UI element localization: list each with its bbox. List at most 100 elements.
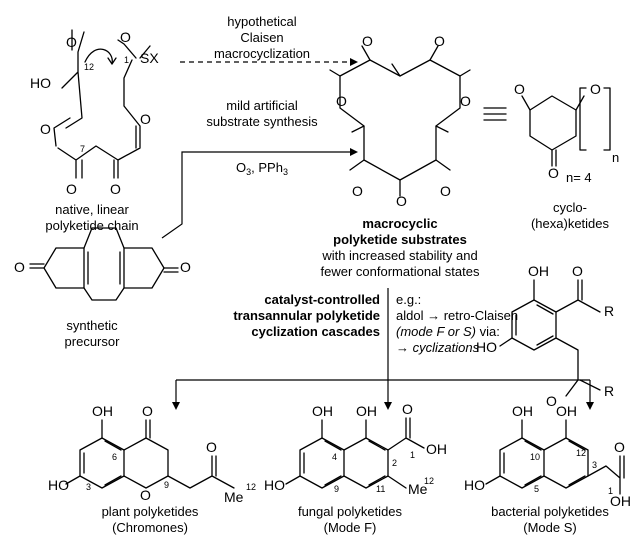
synthetic-precursor-structure — [29, 227, 179, 301]
plant-label-2: (Chromones) — [112, 520, 188, 535]
synthesis-arrowhead — [350, 148, 358, 156]
plant-label-1: plant polyketides — [102, 504, 199, 519]
bacterial-num-3: 3 — [592, 460, 597, 470]
cyclo-o-1: O — [514, 81, 525, 97]
bacterial-num-12: 12 — [576, 448, 586, 458]
macro-label-3: with increased stability and — [321, 248, 477, 263]
hypothetical-label-3: macrocyclization — [214, 46, 310, 61]
plant-num-12: 12 — [246, 482, 256, 492]
catalyst-label-2: transannular polyketide — [233, 308, 380, 323]
bacterial-num-5: 5 — [534, 484, 539, 494]
branch-plant-head — [172, 402, 180, 410]
native-label-1: native, linear — [55, 202, 129, 217]
plant-me: Me — [224, 489, 244, 505]
branch-bacterial-head — [586, 402, 594, 410]
cyclo-label-2: (hexa)ketides — [531, 216, 610, 231]
bacterial-num-1: 1 — [608, 486, 613, 496]
catalyst-label-3: cyclization cascades — [251, 324, 380, 339]
intermediate-o-top: O — [572, 263, 583, 279]
aldol-label: aldol → retro-Claisen — [396, 308, 518, 323]
macro-o-6: O — [396, 193, 407, 209]
native-label-2: polyketide chain — [45, 218, 138, 233]
bacterial-oh-2: OH — [556, 403, 577, 419]
bacterial-label-2: (Mode S) — [523, 520, 576, 535]
cyclo-n-equals: n= 4 — [566, 170, 592, 185]
fungal-oh-acid: OH — [426, 441, 447, 457]
native-o-thio: O — [120, 29, 131, 45]
hypothetical-label-2: Claisen — [240, 30, 283, 45]
native-num-1: 1 — [124, 55, 129, 65]
fungal-label-2: (Mode F) — [324, 520, 377, 535]
macro-o-4: O — [460, 93, 471, 109]
plant-o-side: O — [206, 439, 217, 455]
macro-label-4: fewer conformational states — [321, 264, 480, 279]
fungal-num-11: 11 — [376, 484, 385, 494]
chromone-structure — [65, 419, 235, 489]
macrocycle-structure — [329, 45, 471, 197]
cyclizations-label: → cyclizations — [396, 340, 480, 355]
bacterial-o-acid: O — [614, 439, 625, 455]
fungal-structure — [285, 417, 425, 489]
hypothetical-label-1: hypothetical — [227, 14, 296, 29]
bacterial-label-1: bacterial polyketides — [491, 504, 609, 519]
cycloketide-structure — [521, 87, 611, 167]
mild-label-2: substrate synthesis — [206, 114, 318, 129]
equivalence-sign — [483, 107, 507, 121]
native-o-bottom-left: O — [66, 181, 77, 197]
branch-fungal-head — [384, 402, 392, 410]
fungal-num-4: 4 — [332, 452, 337, 462]
intermediate-r-top: R — [604, 303, 614, 319]
hypothetical-arrowhead — [350, 58, 358, 66]
precursor-label-1: synthetic — [66, 318, 118, 333]
cyclo-o-2: O — [590, 81, 601, 97]
eg-label: e.g.: — [396, 292, 421, 307]
native-o-left: O — [40, 121, 51, 137]
macro-o-3: O — [336, 93, 347, 109]
fungal-num-2: 2 — [392, 458, 397, 468]
catalyst-label-1: catalyst-controlled — [264, 292, 380, 307]
native-o-acid: O — [66, 34, 77, 50]
native-num-7: 7 — [80, 144, 85, 154]
mild-label-1: mild artificial — [226, 98, 298, 113]
plant-num-3: 3 — [86, 482, 91, 492]
cyclo-n-subscript: n — [612, 150, 619, 165]
bacterial-structure — [485, 419, 625, 495]
precursor-o-right: O — [180, 259, 191, 275]
bacterial-oh-1: OH — [512, 403, 533, 419]
intermediate-oh: OH — [528, 263, 549, 279]
fungal-oh-2: OH — [356, 403, 377, 419]
bacterial-ho: HO — [464, 477, 485, 493]
intermediate-o-bottom: O — [546, 393, 557, 409]
macro-o-7: O — [440, 183, 451, 199]
macro-o-5: O — [352, 183, 363, 199]
precursor-o-left: O — [14, 259, 25, 275]
plant-ho: HO — [48, 477, 69, 493]
fungal-num-12: 12 — [424, 476, 434, 486]
reagents-label: O3, PPh3 — [236, 160, 288, 177]
native-o-bottom-right: O — [110, 181, 121, 197]
mode-line: (mode F or S) via: — [396, 324, 500, 339]
bacterial-num-10: 10 — [530, 452, 540, 462]
precursor-label-2: precursor — [65, 334, 121, 349]
synthesis-arrow — [161, 151, 350, 239]
native-sx: SX — [140, 50, 159, 66]
plant-oh: OH — [92, 403, 113, 419]
fungal-label-1: fungal polyketides — [298, 504, 403, 519]
macro-o-2: O — [434, 33, 445, 49]
native-o-right: O — [140, 111, 151, 127]
macro-label-2: polyketide substrates — [333, 232, 467, 247]
intermediate-r-bottom: R — [604, 383, 614, 399]
plant-num-9: 9 — [164, 480, 169, 490]
cyclo-o-3: O — [548, 165, 559, 181]
fungal-num-1: 1 — [410, 450, 415, 460]
intermediate-structure — [499, 279, 601, 397]
plant-o-ketone: O — [142, 403, 153, 419]
cyclo-label-1: cyclo- — [553, 200, 587, 215]
native-num-12: 12 — [84, 62, 94, 72]
fungal-o-acid: O — [402, 401, 413, 417]
fungal-ho: HO — [264, 477, 285, 493]
fungal-num-9: 9 — [334, 484, 339, 494]
intermediate-ho: HO — [476, 339, 497, 355]
fungal-me: Me — [408, 481, 428, 497]
